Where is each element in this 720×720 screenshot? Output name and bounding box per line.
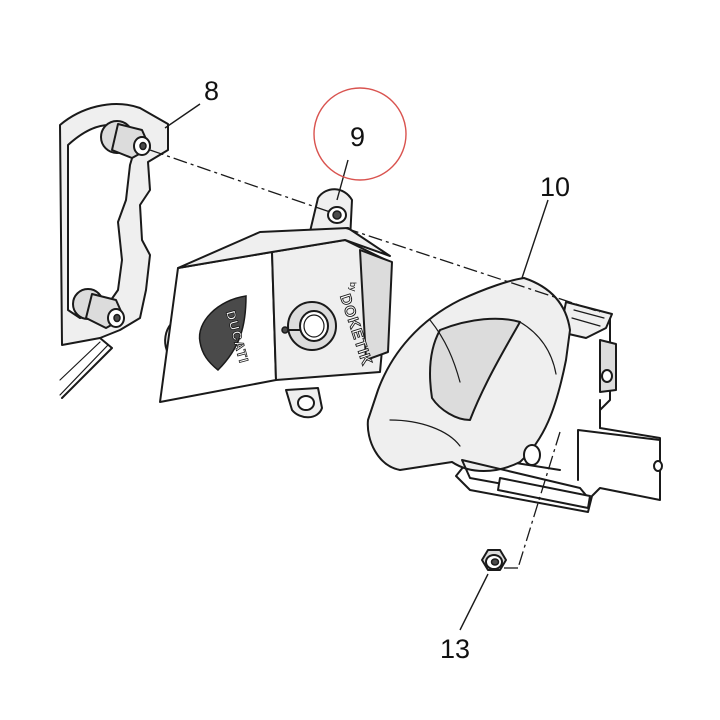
part-13-nut <box>481 549 507 571</box>
callout-13: 13 <box>440 634 470 664</box>
callout-10: 10 <box>540 172 570 202</box>
part-8-bracket <box>59 103 169 399</box>
callout-9: 9 <box>350 122 365 152</box>
bracket-lower-boss <box>72 288 125 329</box>
part-9-control-module: DUCATI by DOKETIK <box>159 188 393 419</box>
ducati-shield-icon <box>198 295 247 372</box>
part-10-housing <box>366 277 663 513</box>
module-maker-prefix: by <box>348 282 358 292</box>
leader-lines <box>164 103 549 631</box>
callout-8: 8 <box>204 76 219 106</box>
module-connector <box>359 249 393 361</box>
module-round-button <box>281 301 337 351</box>
bracket-upper-boss <box>100 120 151 159</box>
housing-tab <box>599 339 617 393</box>
assembly-dash-lines <box>149 149 601 569</box>
part-9-highlight-circle <box>313 87 407 181</box>
